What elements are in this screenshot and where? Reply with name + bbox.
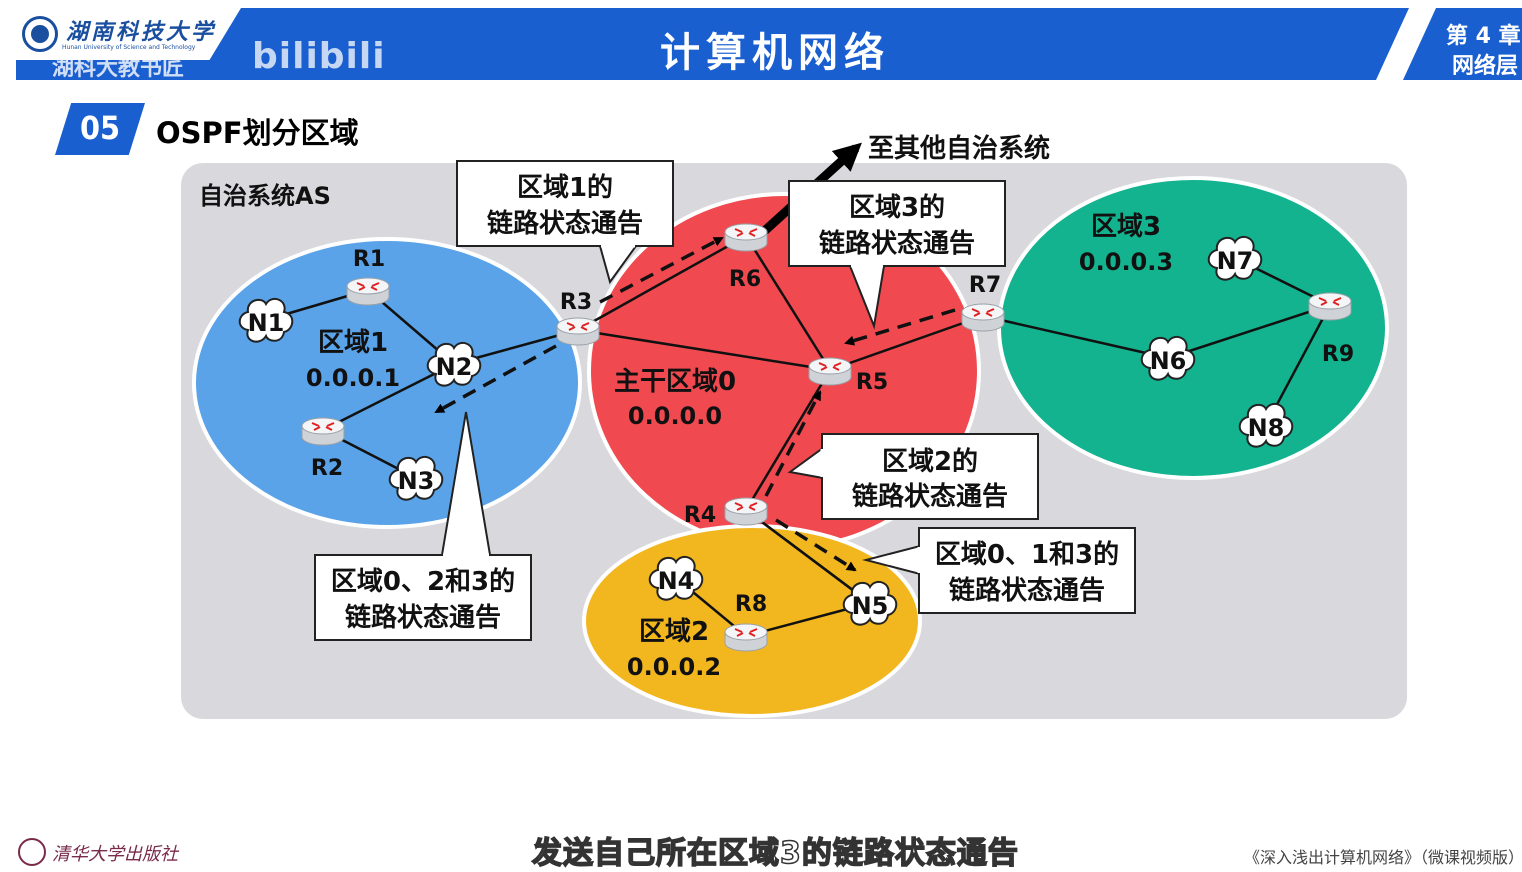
network-n2: N2	[426, 341, 482, 387]
area1-name: 区域1	[318, 328, 388, 358]
publisher-logo-icon	[18, 838, 46, 866]
router-icon	[1308, 292, 1352, 321]
section-title: OSPF划分区域	[156, 116, 359, 150]
router-icon	[724, 223, 768, 252]
as-label: 自治系统AS	[199, 182, 331, 210]
area3-id: 0.0.0.3	[1079, 248, 1173, 276]
video-subtitle: 发送自己所在区域3的链路状态通告	[531, 835, 1019, 872]
network-n1: N1	[238, 297, 294, 343]
header-bar	[16, 8, 1522, 80]
router-icon	[556, 317, 600, 346]
svg-text:N6: N6	[1150, 347, 1187, 375]
publisher-name: 清华大学出版社	[52, 844, 178, 865]
router-r4: R4	[684, 497, 768, 528]
router-r7: R7	[961, 273, 1005, 332]
callout-area3: 区域3的 链路状态通告	[788, 180, 1006, 330]
svg-text:R1: R1	[353, 247, 385, 272]
network-n5: N5	[842, 580, 898, 626]
area3-region	[997, 176, 1389, 480]
callout-area3-line1: 区域3的	[849, 192, 945, 223]
svg-text:N7: N7	[1217, 247, 1254, 275]
callout-area1-line1: 区域1的	[517, 172, 613, 203]
svg-text:N2: N2	[436, 353, 473, 381]
router-r5: R5	[808, 357, 888, 395]
callout-area1: 区域1的 链路状态通告	[456, 160, 674, 285]
router-r2: R2	[301, 417, 345, 481]
section-number: 05	[79, 109, 121, 147]
svg-text:R5: R5	[856, 370, 888, 395]
external-as-label: 至其他自治系统	[868, 133, 1050, 164]
network-n6: N6	[1140, 335, 1196, 381]
router-icon	[346, 277, 390, 306]
svg-text:R4: R4	[684, 503, 716, 528]
network-n4: N4	[648, 555, 704, 601]
area2-name: 区域2	[639, 617, 709, 647]
callout-area2-line1: 区域2的	[882, 446, 978, 477]
router-icon	[724, 497, 768, 526]
router-r9: R9	[1308, 292, 1354, 367]
svg-text:R9: R9	[1322, 342, 1354, 367]
section-badge	[55, 103, 145, 155]
callout-area1-line2: 链路状态通告	[487, 208, 643, 239]
callout-area023-line1: 区域0、2和3的	[331, 566, 515, 597]
svg-text:N4: N4	[658, 567, 695, 595]
area3-name: 区域3	[1091, 212, 1161, 242]
university-name-en: Hunan University of Science and Technolo…	[62, 44, 196, 51]
callout-area3-line2: 链路状态通告	[819, 228, 975, 259]
university-name: 湖南科技大学	[66, 19, 217, 45]
network-n8: N8	[1238, 402, 1294, 448]
chapter-number: 第 4 章	[1446, 24, 1521, 49]
router-r6: R6	[724, 223, 768, 292]
area0-name: 主干区域0	[614, 367, 736, 397]
callout-area2-line2: 链路状态通告	[852, 481, 1008, 512]
svg-text:N5: N5	[852, 592, 889, 620]
lsa-arrows	[434, 236, 956, 572]
callout-area023: 区域0、2和3的 链路状态通告	[314, 411, 532, 641]
watermark-author: 湖科大教书匠	[52, 56, 185, 81]
callout-area013-line1: 区域0、1和3的	[935, 539, 1119, 570]
svg-text:R2: R2	[311, 456, 343, 481]
router-r1: R1	[346, 247, 390, 306]
callout-area2: 区域2的 链路状态通告	[787, 433, 1039, 520]
router-r8: R8	[724, 592, 768, 652]
router-icon	[961, 303, 1005, 332]
router-icon	[808, 357, 852, 386]
callout-area023-line2: 链路状态通告	[345, 602, 501, 633]
university-logo-inner-icon	[31, 25, 49, 43]
callout-area013-line2: 链路状态通告	[949, 575, 1105, 606]
svg-text:N8: N8	[1248, 414, 1285, 442]
area1-region	[192, 237, 582, 529]
network-n3: N3	[388, 455, 444, 501]
chapter-name: 网络层	[1452, 54, 1519, 79]
svg-text:R8: R8	[735, 592, 767, 617]
watermark-bilibili: bilibili	[252, 36, 386, 77]
svg-text:R6: R6	[729, 267, 761, 292]
svg-text:N1: N1	[248, 309, 285, 337]
book-title: 《深入浅出计算机网络》（微课视频版）	[1244, 848, 1522, 867]
network-n7: N7	[1207, 235, 1263, 281]
area0-id: 0.0.0.0	[628, 402, 722, 430]
course-title: 计算机网络	[660, 30, 890, 76]
router-r3: R3	[556, 290, 600, 346]
area1-id: 0.0.0.1	[306, 364, 400, 392]
callout-area013: 区域0、1和3的 链路状态通告	[862, 527, 1136, 614]
svg-text:N3: N3	[398, 467, 435, 495]
area2-id: 0.0.0.2	[627, 653, 721, 681]
router-icon	[724, 623, 768, 652]
router-icon	[301, 417, 345, 446]
svg-text:R7: R7	[969, 273, 1001, 298]
svg-text:R3: R3	[560, 290, 592, 315]
